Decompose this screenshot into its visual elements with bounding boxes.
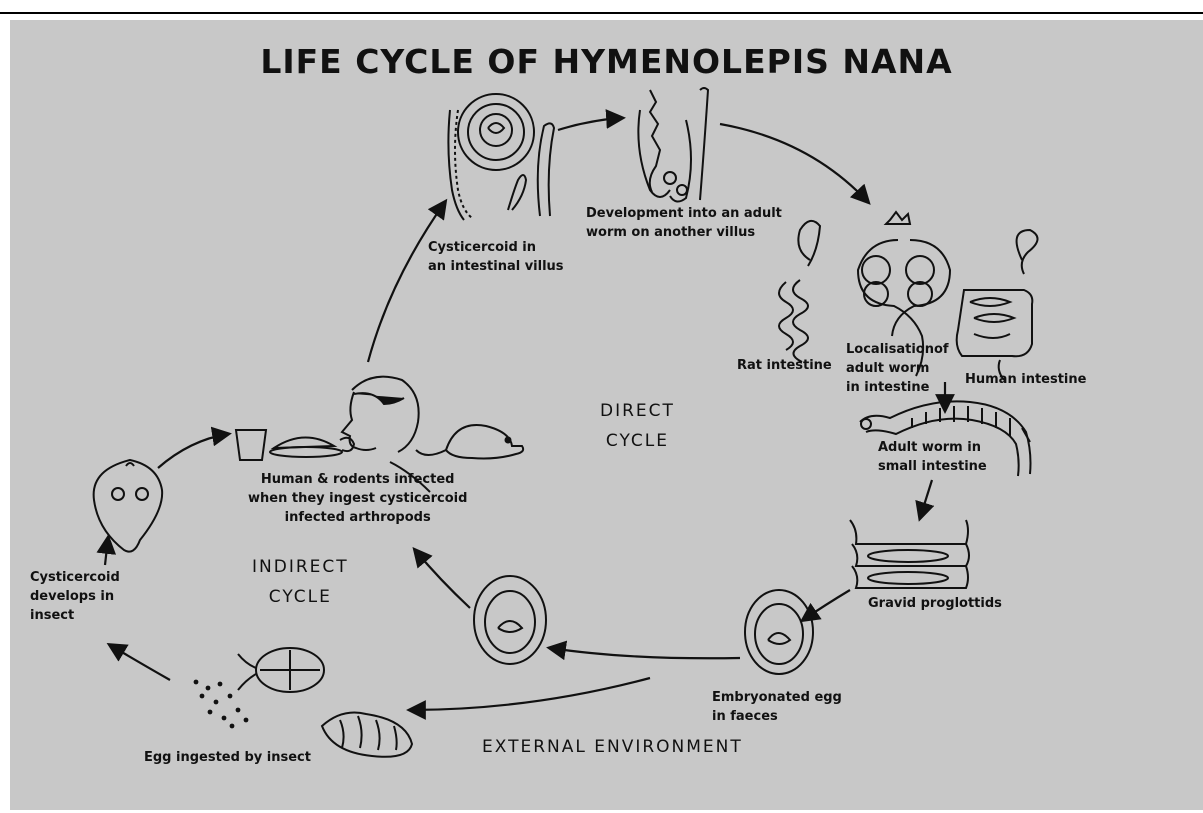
arrow-adult-to-proglottids: [920, 480, 932, 518]
label-human-intestine: Human intestine: [965, 370, 1086, 389]
food-figure: [236, 430, 342, 460]
insect-cysticercoid-figure: [94, 460, 163, 552]
label-localisation: Localisationof adult worm in intestine: [846, 340, 949, 397]
arrow-egg-to-insect: [410, 678, 650, 710]
arrow-human-to-villus: [368, 202, 445, 362]
label-embryonated-egg: Embryonated egg in faeces: [712, 688, 842, 726]
arrow-cysticercoid-develop: [105, 538, 108, 565]
insect-figures: [238, 648, 412, 757]
arrow-egg-to-human: [415, 550, 470, 608]
egg-figures: [474, 576, 813, 674]
label-cysticercoid-villus: Cysticercoid in an intestinal villus: [428, 238, 564, 276]
label-gravid-proglottids: Gravid proglottids: [868, 594, 1002, 613]
arrow-development-to-localisation: [720, 124, 868, 202]
label-adult-worm: Adult worm in small intestine: [878, 438, 987, 476]
diagram-panel: LIFE CYCLE OF HYMENOLEPIS NANA Cysticerc…: [10, 20, 1203, 810]
rat-intestine-figure: [779, 221, 820, 362]
rat-figure: [416, 425, 523, 459]
proglottids-figure: [850, 520, 969, 588]
cycle-arrows: [105, 118, 945, 710]
arrow-cysticercoid-to-food: [158, 434, 228, 468]
label-egg-ingested: Egg ingested by insect: [144, 748, 311, 767]
development-figure: [638, 88, 708, 202]
arrow-egg-to-egg: [550, 648, 740, 658]
diagram-title: LIFE CYCLE OF HYMENOLEPIS NANA: [10, 42, 1203, 81]
arrow-insect-to-cysticercoid: [110, 645, 170, 680]
label-indirect-cycle: INDIRECT CYCLE: [252, 552, 349, 612]
label-development-adult: Development into an adult worm on anothe…: [586, 204, 782, 242]
human-intestine-figure: [957, 230, 1038, 380]
arrow-villus-to-development: [558, 118, 622, 130]
label-external-environment: EXTERNAL ENVIRONMENT: [482, 732, 743, 762]
label-human-rodents: Human & rodents infected when they inges…: [248, 470, 467, 527]
top-rule: [0, 12, 1203, 14]
label-rat-intestine: Rat intestine: [737, 356, 832, 375]
label-cysticercoid-insect: Cysticercoid develops in insect: [30, 568, 120, 625]
label-direct-cycle: DIRECT CYCLE: [600, 396, 675, 456]
villus-cysticercoid-figure: [448, 94, 554, 220]
